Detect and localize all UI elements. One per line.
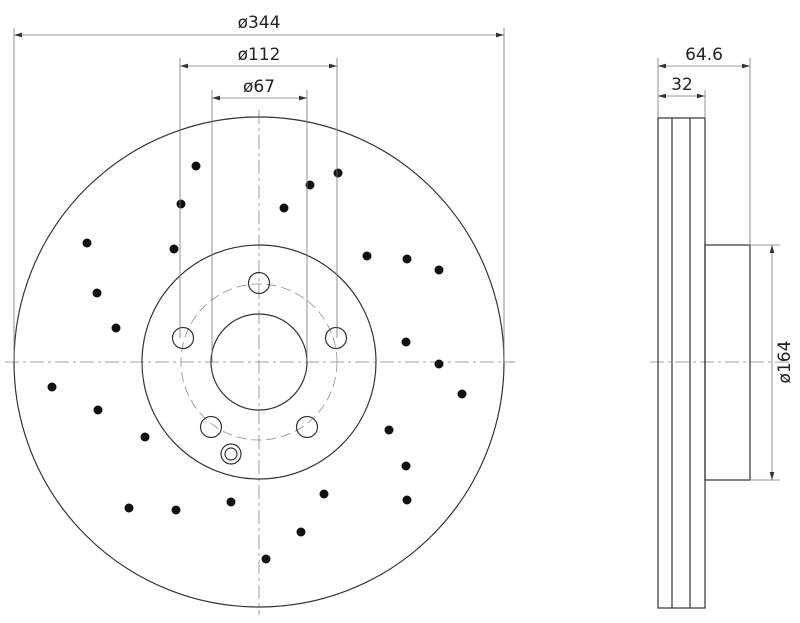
bolt-hole <box>324 326 348 350</box>
side-view: 64.6 32 ø164 <box>650 45 795 609</box>
drilled-hole <box>434 265 444 275</box>
drilled-hole <box>191 161 201 171</box>
drilled-hole <box>402 495 412 505</box>
bolt-hole <box>247 271 271 295</box>
dim-center-bore: ø67 <box>243 77 275 97</box>
bolt-hole <box>171 326 195 350</box>
drilled-hole <box>93 405 103 415</box>
drilled-hole <box>402 254 412 264</box>
drilled-hole <box>457 389 467 399</box>
hub-section <box>704 244 751 481</box>
drilled-hole <box>401 461 411 471</box>
drilled-hole <box>226 497 236 507</box>
cross-drilled-holes <box>47 161 467 564</box>
front-view: ø344 ø112 ø67 <box>5 13 515 615</box>
drilled-hole <box>111 323 121 333</box>
drilled-hole <box>82 238 92 248</box>
drilled-hole <box>47 382 57 392</box>
dim-bolt-circle: ø112 <box>238 45 281 65</box>
bolt-hole <box>295 415 319 439</box>
drilled-hole <box>124 503 134 513</box>
drilled-hole <box>362 251 372 261</box>
dim-hub-diameter: ø164 <box>775 341 795 384</box>
drilled-hole <box>401 337 411 347</box>
drilled-hole <box>296 527 306 537</box>
drilled-hole <box>171 505 181 515</box>
disc-section <box>657 117 706 609</box>
bolt-circle <box>180 283 338 441</box>
dim-disc-thickness: 32 <box>671 75 693 95</box>
dim-total-height: 64.6 <box>685 45 723 65</box>
drilled-hole <box>169 244 179 254</box>
locating-screw-hole <box>220 443 242 465</box>
hub-circle <box>141 244 377 480</box>
drilled-hole <box>92 288 102 298</box>
drilled-hole <box>305 180 315 190</box>
bolt-hole <box>199 415 223 439</box>
drilled-hole <box>176 199 186 209</box>
drilled-hole <box>140 432 150 442</box>
dim-outer-diameter: ø344 <box>238 13 281 33</box>
drilled-hole <box>279 203 289 213</box>
drilled-hole <box>384 425 394 435</box>
drilled-hole <box>319 489 329 499</box>
drilled-hole <box>333 168 343 178</box>
drilled-hole <box>261 554 271 564</box>
drilled-hole <box>434 359 444 369</box>
bolt-holes <box>171 271 348 439</box>
